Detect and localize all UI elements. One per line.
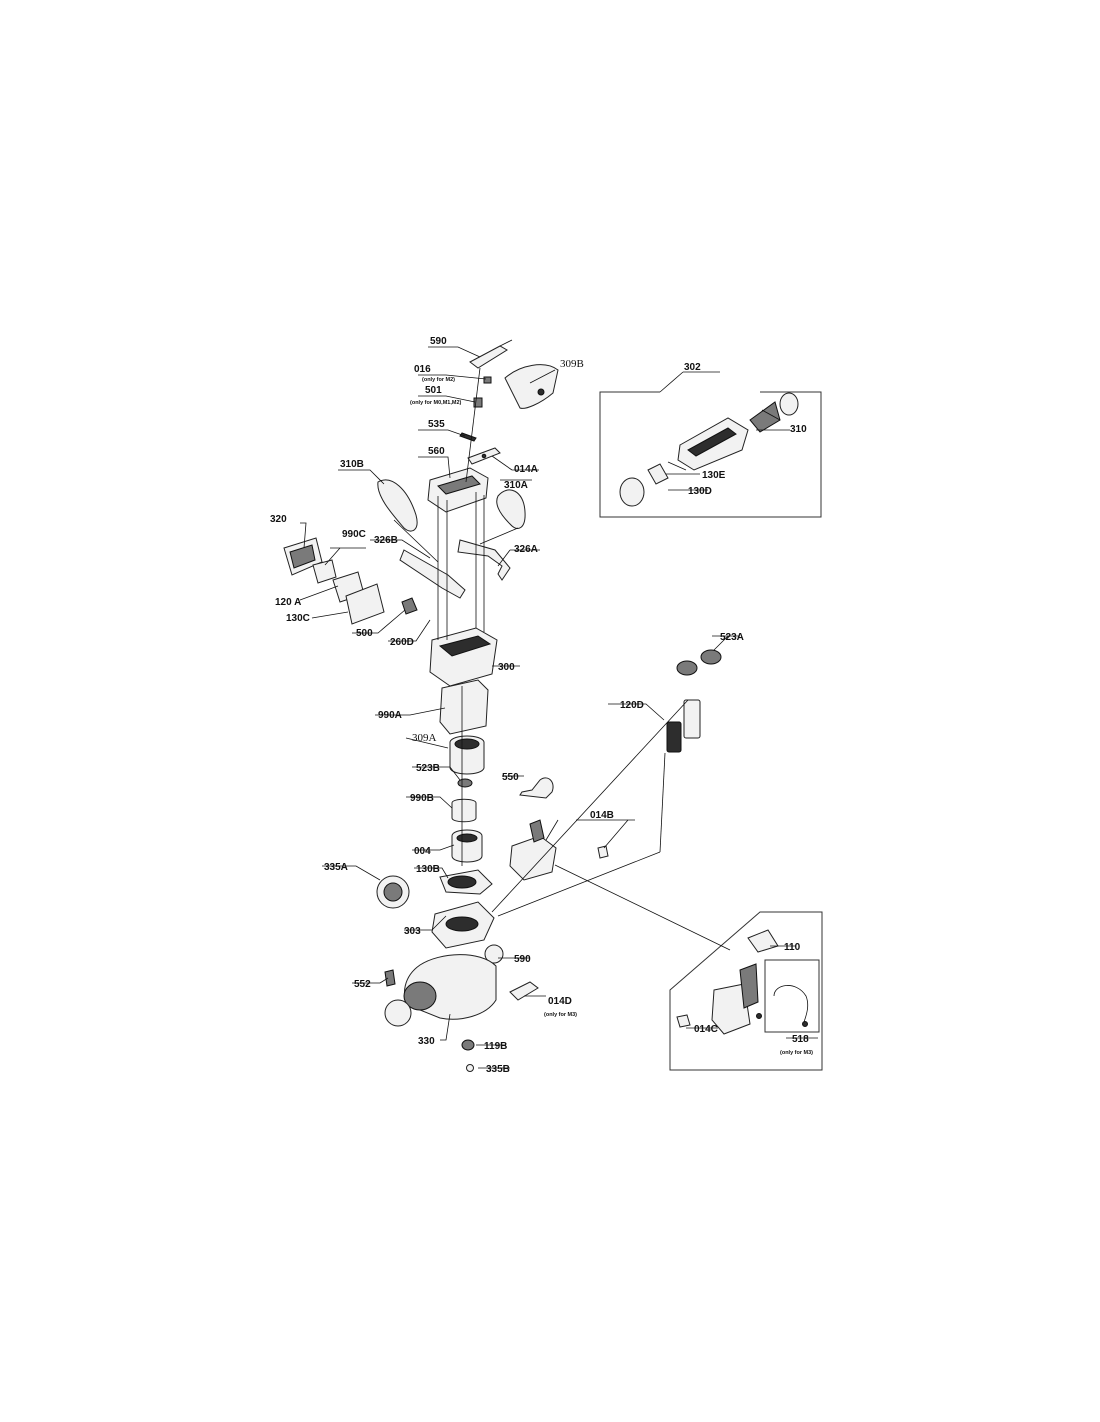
- callout-130c: 130C: [286, 613, 310, 624]
- note-016: (only for M2): [422, 377, 455, 383]
- callout-130d: 130D: [688, 486, 712, 497]
- cyclone-335a-part: [376, 875, 410, 909]
- note-501: (only for M0,M1,M2): [410, 400, 462, 406]
- callout-130b: 130B: [416, 864, 440, 875]
- callout-labels: 590 016 (only for M2) 309B 501 (only for…: [270, 336, 813, 1075]
- callout-335a: 335A: [324, 862, 348, 873]
- filter-990a-part: [439, 679, 489, 735]
- callout-990c: 990C: [342, 529, 366, 540]
- ring-523b-part: [457, 778, 473, 788]
- washer-335b-part: [466, 1064, 474, 1072]
- callout-120a: 120 A: [275, 597, 301, 608]
- grille-320-part: [283, 537, 323, 576]
- assembly-014b-part: [509, 819, 557, 881]
- duct-326b-part: [399, 549, 466, 599]
- clip-552-part: [384, 969, 396, 987]
- inset-014c-frame: [669, 911, 823, 1071]
- callout-560: 560: [428, 446, 445, 457]
- clip-014c-part: [676, 1014, 691, 1028]
- callout-550: 550: [502, 772, 519, 783]
- body-330-part: [403, 954, 497, 1020]
- gasket-310b-part: [377, 479, 418, 532]
- callout-014c: 014C: [694, 1024, 718, 1035]
- callout-309b: 309B: [560, 358, 584, 370]
- handle-590-part: [469, 339, 513, 369]
- filter-990c-part: [312, 559, 337, 584]
- callout-300: 300: [498, 662, 515, 673]
- knob-part: [619, 477, 645, 507]
- inset-302-frame: [599, 371, 822, 518]
- callout-309a: 309A: [412, 732, 437, 744]
- cover-309b-part: [504, 364, 559, 409]
- wheel-119b-part: [461, 1039, 475, 1051]
- wheel-part: [384, 999, 412, 1027]
- inset-518-frame: [764, 959, 820, 1033]
- spring-130e-part: [667, 461, 687, 471]
- callout-310: 310: [790, 424, 807, 435]
- screw-535-part: [459, 432, 477, 442]
- callout-330: 330: [418, 1036, 435, 1047]
- gasket-310a-part: [496, 489, 526, 529]
- callout-303: 303: [404, 926, 421, 937]
- filter-120d-part: [666, 699, 701, 753]
- cover-014d-part: [509, 981, 539, 1001]
- callout-119b: 119B: [484, 1041, 507, 1052]
- callout-016: 016: [414, 364, 431, 375]
- callout-518: 518: [792, 1034, 809, 1045]
- callout-014d: 014D: [548, 996, 572, 1007]
- callout-552: 552: [354, 979, 371, 990]
- callout-004: 004: [414, 846, 431, 857]
- callout-523b: 523B: [416, 763, 440, 774]
- callout-310a: 310A: [504, 480, 528, 491]
- callout-310b: 310B: [340, 459, 364, 470]
- callout-260d: 260D: [390, 637, 414, 648]
- callout-110: 110: [784, 942, 801, 953]
- motor-004-part: [451, 829, 483, 863]
- assembly-axis-lines: [393, 367, 731, 951]
- disc-523a-part: [676, 649, 722, 676]
- filter-130c-part: [345, 583, 385, 625]
- base-plate-303-part: [431, 901, 495, 949]
- callout-590-bottom: 590: [514, 954, 531, 965]
- switch-501-part: [473, 397, 483, 408]
- callout-014a: 014A: [514, 464, 538, 475]
- callout-130e: 130E: [702, 470, 726, 481]
- callout-500: 500: [356, 628, 373, 639]
- callout-535: 535: [428, 419, 445, 430]
- top-body-560-part: [427, 467, 489, 513]
- container-300-part: [429, 627, 498, 687]
- cable-518-part: [756, 985, 809, 1027]
- callout-326a: 326A: [514, 544, 538, 555]
- handle-302-part: [677, 417, 749, 471]
- callout-590-top: 590: [430, 336, 447, 347]
- grille-310-part: [749, 392, 799, 433]
- callout-320: 320: [270, 514, 287, 525]
- callout-990b: 990B: [410, 793, 434, 804]
- callout-501: 501: [425, 385, 442, 396]
- callout-326b: 326B: [374, 535, 398, 546]
- filter-130b-part: [439, 869, 493, 895]
- assembly-014c-part: [711, 963, 759, 1035]
- seal-130d-part: [647, 463, 669, 485]
- callout-302: 302: [684, 362, 701, 373]
- latch-500-part: [401, 597, 418, 615]
- duct-326a-part: [457, 539, 511, 581]
- note-014d: (only for M3): [544, 1012, 577, 1018]
- callout-leaders: [299, 346, 818, 1069]
- handle-110-part: [747, 929, 779, 953]
- filter-990b-part: [451, 798, 477, 823]
- cover-309a-part: [449, 735, 485, 775]
- callout-120d: 120D: [620, 700, 644, 711]
- clip-014b-part: [597, 845, 609, 859]
- callout-014b: 014B: [590, 810, 614, 821]
- callout-523a: 523A: [720, 632, 744, 643]
- callout-335b: 335B: [486, 1064, 510, 1075]
- disc-590-part: [484, 944, 504, 964]
- bracket-014a-part: [467, 447, 501, 465]
- piece-550-part: [519, 777, 554, 799]
- note-518: (only for M3): [780, 1050, 813, 1056]
- callout-990a: 990A: [378, 710, 402, 721]
- clip-016-part: [483, 376, 492, 384]
